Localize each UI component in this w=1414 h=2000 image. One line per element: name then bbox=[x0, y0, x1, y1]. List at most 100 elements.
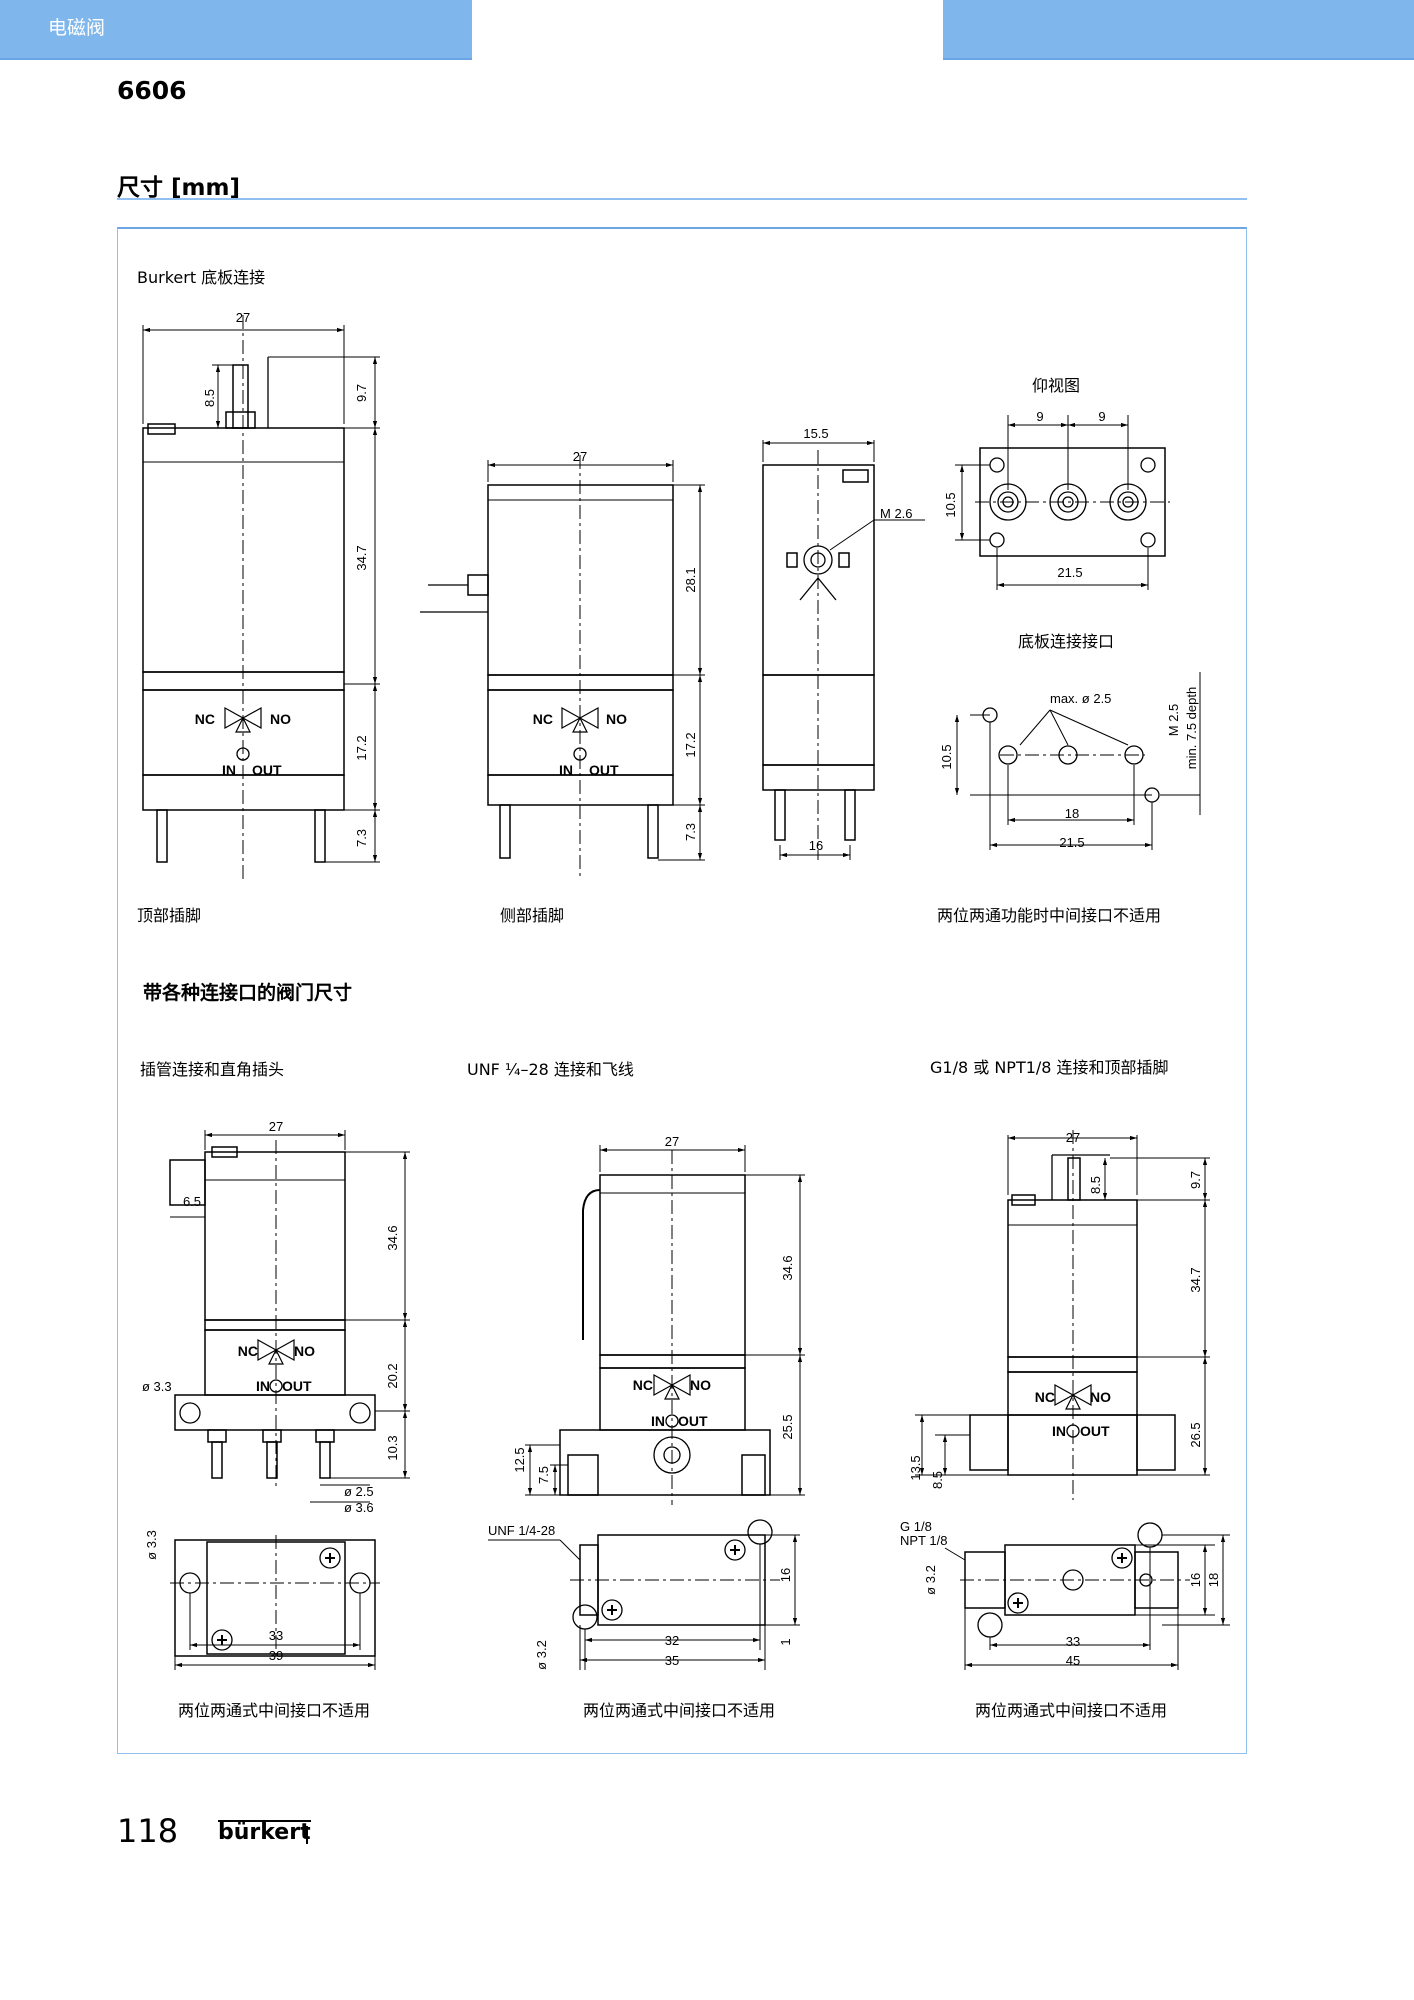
thread-label: M 2.6 bbox=[880, 506, 913, 521]
mount-hole bbox=[1137, 1522, 1163, 1548]
port-side bbox=[567, 1454, 599, 1496]
mount-hole bbox=[572, 1604, 598, 1630]
line bbox=[829, 519, 875, 551]
ground-screw bbox=[1139, 1573, 1153, 1587]
no-label: NO bbox=[270, 711, 291, 727]
dim-body: 20.2 bbox=[385, 1363, 400, 1388]
in-label: IN bbox=[1052, 1423, 1066, 1439]
dim-pin: 8.5 bbox=[202, 389, 217, 407]
out-label: OUT bbox=[678, 1413, 708, 1429]
screw bbox=[319, 1547, 341, 1569]
port-inner bbox=[997, 491, 1019, 513]
drawing-base-ports: max. ø 2.5 M 2.5 min. 7.5 depth 10.5 18 … bbox=[939, 672, 1201, 850]
dim-9b: 9 bbox=[1098, 409, 1105, 424]
connector-pin bbox=[1067, 1157, 1081, 1201]
drawing-side-pins: 27 28.1 17.2 7.3 NC NO IN OUT bbox=[420, 449, 705, 880]
barb bbox=[211, 1441, 223, 1479]
in-label: IN bbox=[256, 1378, 270, 1394]
dim-body: 26.5 bbox=[1188, 1422, 1203, 1447]
connector bbox=[467, 574, 489, 596]
top-pins-caption: 顶部插脚 bbox=[137, 906, 202, 925]
dim-pins: 7.3 bbox=[683, 823, 698, 841]
dim-width: 27 bbox=[573, 449, 587, 464]
dim-coil: 34.7 bbox=[1188, 1267, 1203, 1292]
in-label: IN bbox=[222, 762, 236, 778]
depth-label: min. 7.5 depth bbox=[1184, 687, 1199, 769]
dim-35: 35 bbox=[665, 1653, 679, 1668]
dim-d36: ø 3.6 bbox=[344, 1500, 374, 1515]
line bbox=[1049, 709, 1069, 746]
clip bbox=[799, 576, 837, 601]
product-number: 6606 bbox=[117, 76, 187, 105]
bottom-view-title: 仰视图 bbox=[1032, 376, 1081, 395]
valve-body bbox=[204, 1329, 346, 1396]
section2-title: 带各种连接口的阀门尺寸 bbox=[143, 982, 353, 1004]
dim-d25: ø 2.5 bbox=[344, 1484, 374, 1499]
mount-hole bbox=[1140, 532, 1156, 548]
port-hole bbox=[1058, 745, 1078, 765]
line bbox=[944, 1547, 966, 1561]
hole-label-2: ø 3.3 bbox=[144, 1530, 159, 1560]
dim-width: 21.5 bbox=[1057, 565, 1082, 580]
port bbox=[989, 483, 1027, 521]
mount-hole bbox=[747, 1519, 773, 1545]
drawing-unf: 27 34.6 25.5 12.5 7.5 UNF 1/4-28 32 35 1… bbox=[488, 1134, 805, 1670]
burkert-base-title: Burkert 底板连接 bbox=[137, 268, 266, 287]
separator bbox=[204, 1319, 346, 1331]
dim-height: 10.5 bbox=[939, 744, 954, 769]
coil-body bbox=[599, 1174, 746, 1356]
hole-label: ø 3.3 bbox=[142, 1379, 172, 1394]
port bbox=[1049, 483, 1087, 521]
drawing-top-pins: 27 8.5 9.7 34.7 17.2 7.3 NC NO IN OUT bbox=[142, 310, 380, 880]
thread-npt-label: NPT 1/8 bbox=[900, 1533, 947, 1548]
dim-33: 33 bbox=[1066, 1634, 1080, 1649]
dim-coil: 34.6 bbox=[780, 1255, 795, 1280]
valve-symbol bbox=[653, 1373, 691, 1400]
connector-inner bbox=[810, 552, 826, 568]
bottom-body bbox=[206, 1541, 346, 1655]
contact bbox=[786, 552, 798, 568]
dim-7-5: 7.5 bbox=[536, 1466, 551, 1484]
dim-width: 15.5 bbox=[803, 426, 828, 441]
nc-label: NC bbox=[238, 1343, 258, 1359]
barb bbox=[319, 1441, 331, 1479]
mount-hole bbox=[179, 1572, 201, 1594]
dim-18: 18 bbox=[1206, 1573, 1221, 1587]
coil-body bbox=[1007, 1199, 1138, 1358]
dim-45: 45 bbox=[1066, 1653, 1080, 1668]
drawing-bottom-view: 9 9 10.5 21.5 bbox=[943, 409, 1170, 590]
nc-label: NC bbox=[195, 711, 215, 727]
port-hole bbox=[1124, 745, 1144, 765]
dim-8-5: 8.5 bbox=[930, 1471, 945, 1489]
out-label: OUT bbox=[252, 762, 282, 778]
thread-label: M 2.5 bbox=[1166, 704, 1181, 737]
connector-pin bbox=[232, 364, 249, 429]
valve-symbol bbox=[257, 1338, 295, 1365]
pin bbox=[156, 809, 168, 863]
dim-coil: 34.7 bbox=[354, 545, 369, 570]
dim-12-5: 12.5 bbox=[512, 1447, 527, 1472]
logo-separator bbox=[306, 1826, 308, 1844]
pin bbox=[314, 809, 326, 863]
port-hole bbox=[998, 745, 1018, 765]
bottom-body bbox=[1004, 1544, 1136, 1616]
nc-label: NC bbox=[1035, 1389, 1055, 1405]
screw bbox=[1111, 1547, 1133, 1569]
bottom-flange bbox=[174, 1539, 376, 1657]
dim-top: 9.7 bbox=[1188, 1171, 1203, 1189]
screw bbox=[211, 1629, 233, 1651]
out-label: OUT bbox=[589, 762, 619, 778]
valve-symbol bbox=[224, 706, 262, 733]
unf-caption: 两位两通式中间接口不适用 bbox=[583, 1701, 776, 1720]
hose-caption: 两位两通式中间接口不适用 bbox=[178, 1701, 371, 1720]
section-divider bbox=[117, 198, 1247, 200]
cap bbox=[842, 469, 869, 483]
hole-label: ø 3.2 bbox=[923, 1565, 938, 1595]
pin-base bbox=[225, 411, 256, 429]
contact bbox=[838, 552, 850, 568]
dim-plug: 6.5 bbox=[183, 1194, 201, 1209]
category-label: 电磁阀 bbox=[48, 17, 106, 39]
thread-hole bbox=[1144, 787, 1160, 803]
line bbox=[1049, 709, 1129, 746]
dim-height: 10.5 bbox=[943, 492, 958, 517]
